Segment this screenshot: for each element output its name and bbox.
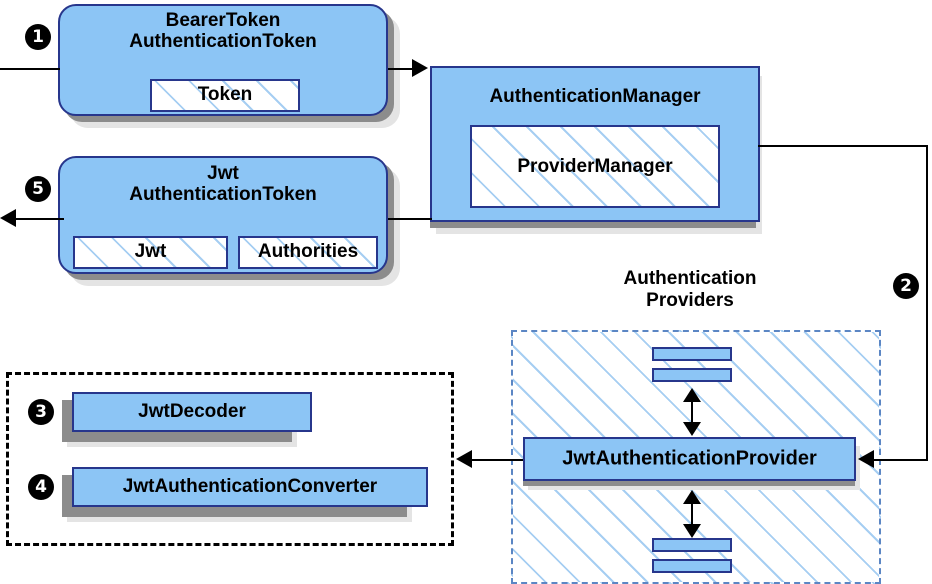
connector-manager-to-provider-right (926, 145, 928, 459)
jwt-token-inner-jwt-box (73, 236, 228, 269)
provider-placeholder-top-1 (652, 347, 732, 361)
provider-link-bottom-arrow-up (683, 490, 701, 504)
provider-link-top-arrow-up (683, 388, 701, 402)
jwt-token-inner-authorities-box (238, 236, 378, 269)
provider-link-bottom-arrow-down (683, 524, 701, 538)
connector-manager-to-provider-bottom (872, 459, 928, 461)
authentication-manager-title: AuthenticationManager (489, 86, 701, 107)
jwt-decoder-box[interactable] (72, 392, 312, 432)
bearer-token-inner-token-box (150, 79, 300, 112)
provider-manager-label: ProviderManager (517, 156, 673, 177)
provider-link-bottom-line (691, 496, 693, 532)
marker-step-5: 5 (25, 176, 51, 202)
jwt-decoder-label: JwtDecoder (138, 401, 246, 422)
connector-response-out (16, 218, 64, 220)
connector-manager-to-jwt-token (388, 218, 432, 220)
provider-manager-box (470, 125, 720, 208)
jwt-token-inner-jwt-label: Jwt (134, 241, 167, 262)
jwt-authentication-converter-label: JwtAuthenticationConverter (122, 476, 378, 497)
jwt-token-inner-authorities-label: Authorities (257, 241, 359, 262)
authentication-providers-label: Authentication Providers (623, 268, 757, 311)
connector-provider-to-jwt-support-arrowhead (456, 450, 472, 468)
connector-token-to-manager (388, 68, 424, 70)
marker-step-3: 3 (28, 399, 54, 425)
marker-step-4: 4 (28, 474, 54, 500)
connector-manager-to-provider-arrowhead (858, 450, 874, 468)
jwt-authentication-provider-box[interactable] (523, 437, 856, 481)
jwt-token-title: Jwt AuthenticationToken (129, 163, 317, 206)
connector-provider-to-jwt-support (472, 459, 523, 461)
connector-manager-to-provider-top (758, 145, 928, 147)
marker-step-1: 1 (25, 24, 51, 50)
bearer-token-inner-label: Token (197, 84, 253, 105)
provider-placeholder-bottom-2 (652, 559, 732, 573)
provider-placeholder-bottom-1 (652, 538, 732, 552)
provider-link-top-line (691, 394, 693, 430)
bearer-token-title: BearerToken AuthenticationToken (129, 10, 317, 53)
jwt-authentication-converter-box[interactable] (72, 467, 428, 507)
connector-token-to-manager-arrowhead (412, 59, 428, 77)
provider-placeholder-top-2 (652, 368, 732, 382)
marker-step-2: 2 (893, 273, 919, 299)
jwt-authentication-provider-label: JwtAuthenticationProvider (562, 447, 817, 470)
jwt-support-group (6, 372, 454, 546)
connector-request-in (0, 68, 60, 70)
connector-response-out-arrowhead (0, 209, 16, 227)
provider-link-top-arrow-down (683, 422, 701, 436)
